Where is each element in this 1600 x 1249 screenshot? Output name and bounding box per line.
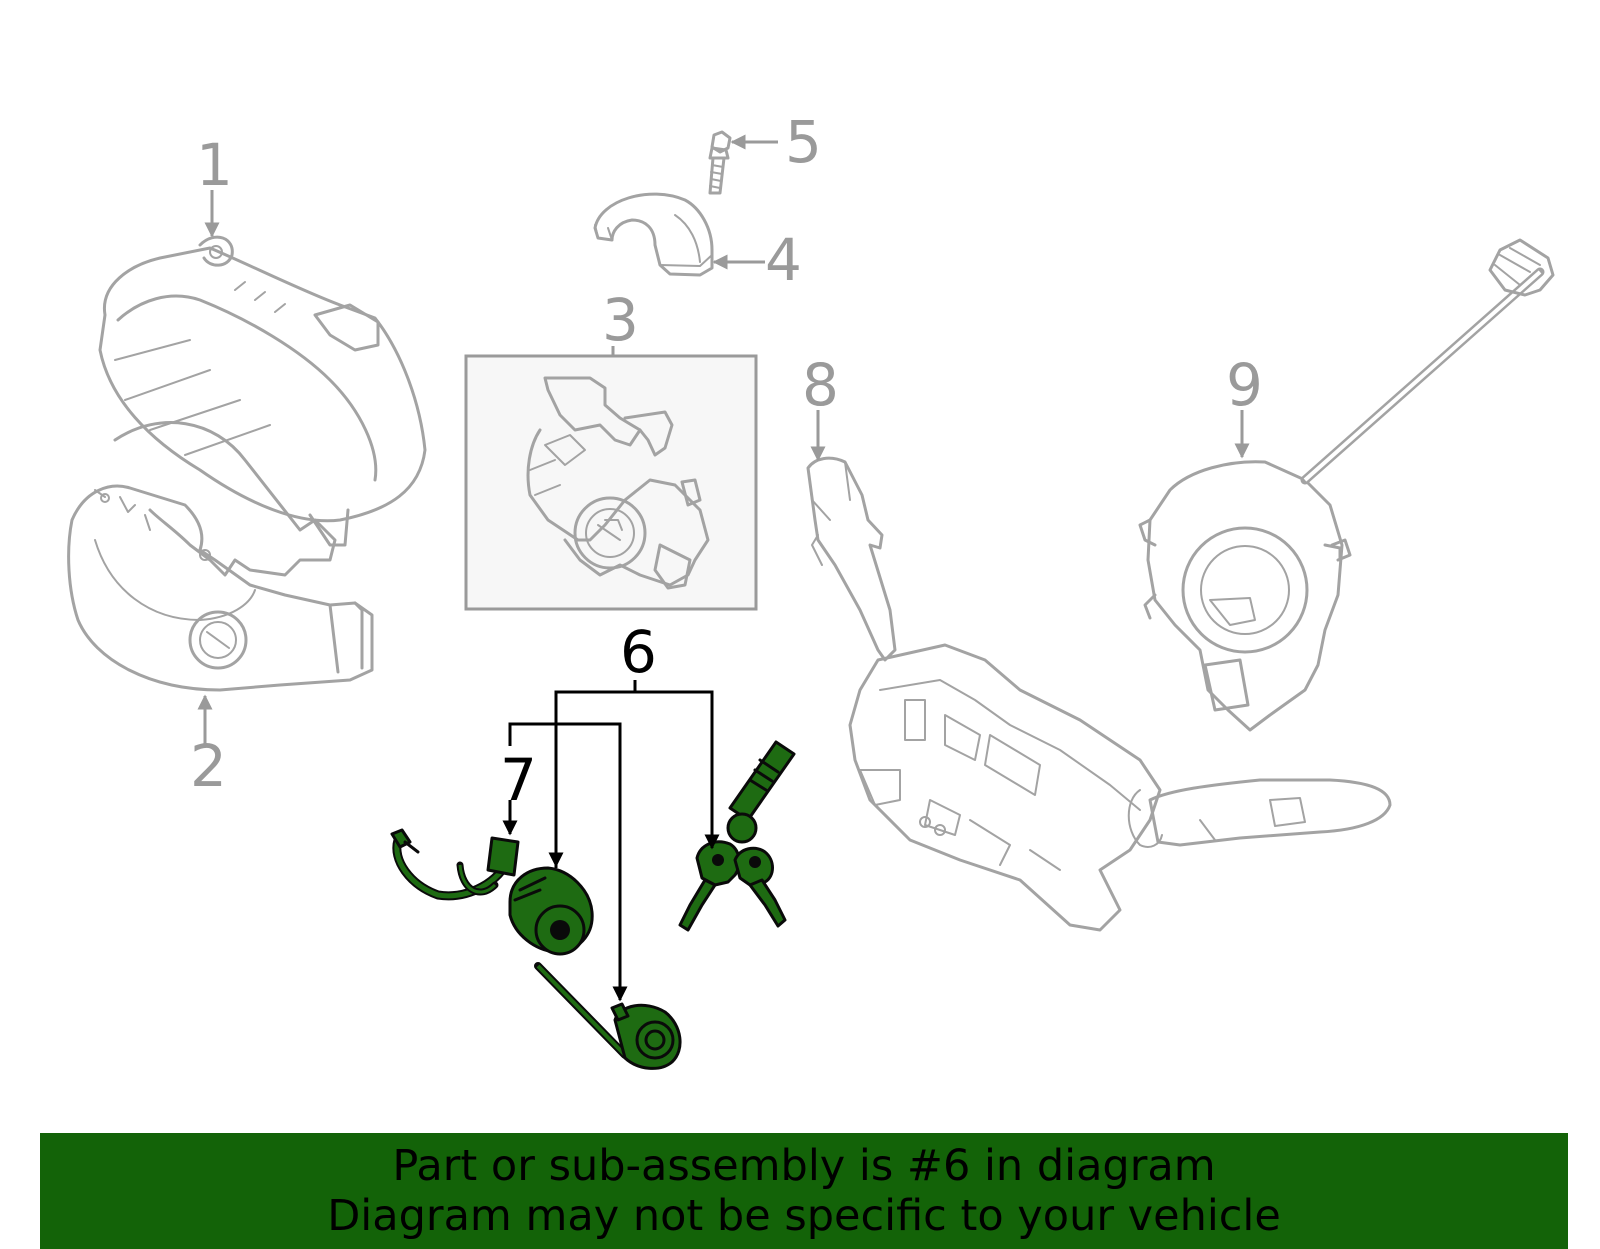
callout-8: 8 (802, 351, 839, 419)
callout-1: 1 (196, 131, 233, 199)
antenna-coil-part (390, 828, 520, 901)
lower-column-cover-part (67, 421, 374, 692)
upper-column-cover-part (98, 235, 427, 547)
callout-2: 2 (190, 732, 227, 800)
callout-4: 4 (765, 226, 802, 294)
bracket-part (593, 192, 714, 277)
callout-7: 7 (500, 746, 537, 814)
combination-switch-part (806, 456, 1392, 932)
lock-set-part (508, 740, 796, 1070)
banner-disclaimer: Diagram may not be specific to your vehi… (327, 1191, 1281, 1241)
callout-9: 9 (1226, 351, 1263, 419)
banner-part-note: Part or sub-assembly is #6 in diagram (392, 1141, 1216, 1191)
callout-6: 6 (620, 618, 657, 686)
lock-housing-part (464, 354, 758, 611)
clock-spring-part (1138, 238, 1555, 732)
bolt-part (708, 130, 732, 195)
callout-5: 5 (785, 108, 822, 176)
part-info-banner: Part or sub-assembly is #6 in diagram Di… (40, 1133, 1568, 1249)
callout-3: 3 (602, 286, 639, 354)
leader-lines (197, 134, 1250, 1002)
